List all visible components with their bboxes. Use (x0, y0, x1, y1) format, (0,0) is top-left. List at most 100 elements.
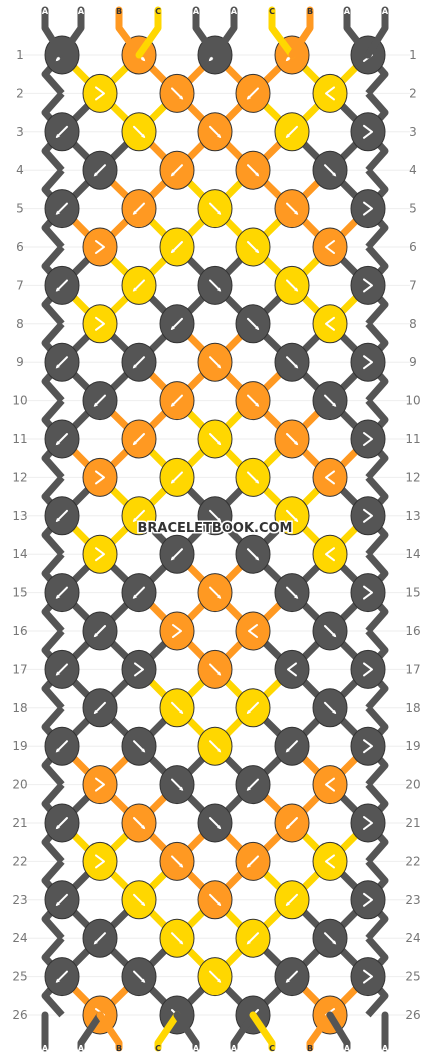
knot (274, 112, 310, 152)
knot (44, 112, 80, 152)
knot (159, 841, 195, 881)
bottom-strand (326, 1011, 351, 1052)
knot (235, 918, 271, 958)
knot (121, 496, 157, 536)
row-number-left: 12 (12, 470, 27, 484)
knot (312, 918, 348, 958)
knot (274, 189, 310, 229)
knot-arrow-icon (246, 932, 259, 945)
knot (44, 496, 80, 536)
top-strand (192, 6, 219, 59)
knot (121, 189, 157, 229)
bottom-strand (154, 1011, 181, 1052)
knot-arrow-icon (285, 125, 298, 139)
knot (274, 265, 310, 305)
knot-arrow-icon (363, 892, 373, 907)
row-number-right: 9 (409, 355, 417, 369)
bottom-strand-label: A (42, 1044, 49, 1053)
bottom-strand (230, 1011, 257, 1052)
knot (274, 726, 310, 766)
knot (197, 342, 233, 382)
knot-arrow-icon (171, 855, 184, 868)
bottom-strand-label: B (307, 1044, 313, 1053)
row-number-right: 6 (409, 240, 417, 254)
knot (274, 880, 310, 920)
knot-body (350, 880, 386, 920)
knot (121, 957, 157, 997)
knot-arrow-icon (95, 777, 105, 792)
knot-body (82, 73, 118, 113)
knot-arrow-icon (285, 817, 298, 830)
top-strand (115, 6, 143, 59)
knot-arrow-icon (324, 394, 337, 407)
knot-arrow-icon (133, 817, 146, 830)
knot-arrow-icon (93, 625, 106, 638)
knot-arrow-icon (55, 433, 68, 446)
row-number-right: 23 (405, 893, 420, 907)
knot-body (350, 957, 386, 997)
knot (312, 688, 348, 728)
knot (350, 573, 386, 613)
knot (44, 265, 80, 305)
knot (44, 573, 80, 613)
knot (274, 419, 310, 459)
knot (235, 765, 271, 805)
top-strand-label: B (307, 7, 313, 16)
row-number-right: 16 (405, 624, 420, 638)
knot (197, 726, 233, 766)
row-number-left: 5 (16, 202, 24, 216)
row-number-right: 25 (405, 970, 420, 984)
top-strand (58, 6, 85, 59)
knot (82, 534, 118, 574)
row-number-left: 19 (12, 739, 27, 753)
knot-arrow-icon (170, 548, 183, 561)
knot-arrow-icon (209, 817, 222, 830)
knot (235, 150, 271, 190)
knot (274, 496, 310, 536)
row-number-right: 21 (405, 816, 420, 830)
knot-body (350, 496, 386, 536)
top-strand (41, 6, 66, 59)
row-number-right: 4 (409, 163, 417, 177)
knot (44, 342, 80, 382)
knot-arrow-icon (286, 433, 299, 446)
knot-arrow-icon (247, 317, 260, 331)
knot (235, 381, 271, 421)
row-number-left: 15 (12, 586, 27, 600)
knot-arrow-icon (286, 202, 299, 215)
knot-body (350, 189, 386, 229)
knot-arrow-icon (247, 241, 260, 254)
knot (235, 304, 271, 344)
knot-arrow-icon (286, 279, 299, 292)
knot (312, 841, 348, 881)
knot-arrow-icon (55, 586, 68, 599)
knot (82, 611, 118, 651)
bottom-strand-label: A (231, 1044, 238, 1053)
knot (197, 957, 233, 997)
knot (197, 803, 233, 843)
knot-arrow-icon (325, 854, 335, 869)
knot (82, 765, 118, 805)
knot (350, 803, 386, 843)
knot-arrow-icon (95, 470, 105, 485)
knot (197, 189, 233, 229)
bottom-strand-label: B (116, 1044, 122, 1053)
knot (82, 918, 118, 958)
knot (44, 880, 80, 920)
top-strand-label: A (42, 7, 49, 16)
knot-arrow-icon (171, 701, 184, 715)
knot-arrow-icon (363, 662, 373, 677)
row-number-right: 14 (405, 547, 420, 561)
row-number-left: 25 (12, 970, 27, 984)
knot-arrow-icon (286, 356, 299, 369)
knot-arrow-icon (132, 202, 145, 215)
row-number-left: 23 (12, 893, 27, 907)
knot-arrow-icon (285, 893, 298, 907)
row-number-right: 18 (405, 701, 420, 715)
knot (82, 457, 118, 497)
row-number-left: 22 (12, 854, 27, 868)
knot-arrow-icon (325, 86, 335, 101)
knot-arrow-icon (209, 586, 222, 599)
knot-body (350, 726, 386, 766)
